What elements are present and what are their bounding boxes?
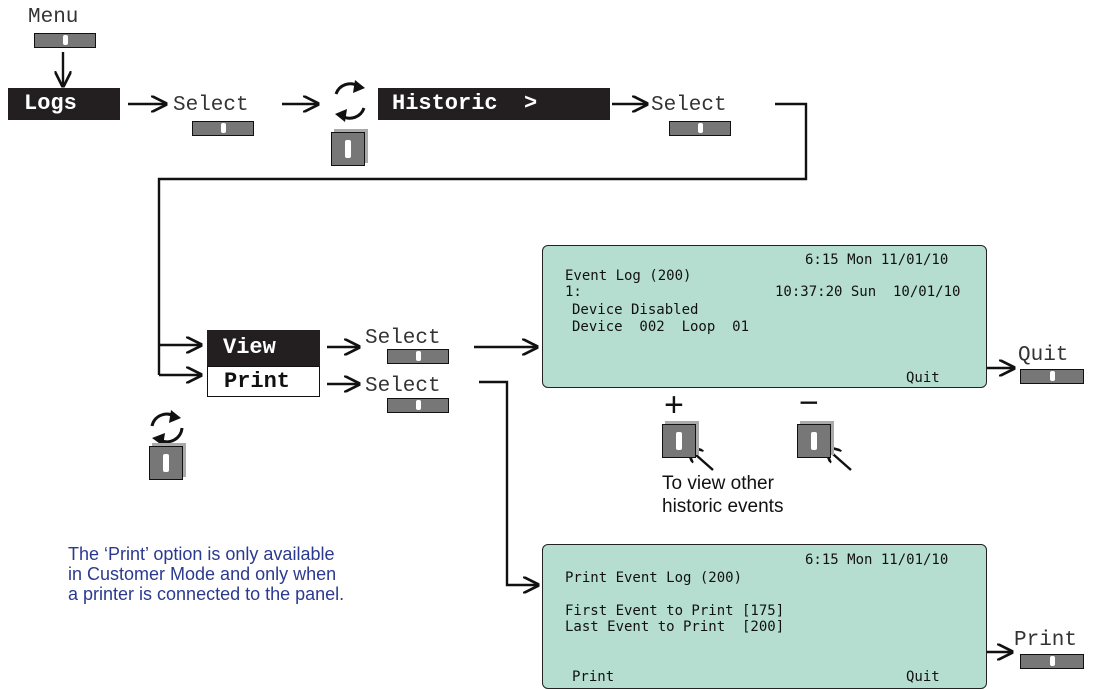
quit-key[interactable] [1020,369,1084,384]
view-option[interactable]: View [207,330,320,366]
print-quit-softkey: Quit [906,669,940,685]
display-title: Event Log (200) [565,268,692,284]
minus-key[interactable] [797,424,831,458]
menu-key[interactable] [34,33,96,48]
last-event-line: Last Event to Print [200] [565,619,785,635]
view-select-label: Select [365,327,441,350]
select-label-1: Select [173,94,249,117]
minus-symbol: − [799,384,819,422]
print-label: Print [224,368,291,394]
print-select-label: Select [365,375,441,398]
print-select-key[interactable] [387,398,449,413]
print-option[interactable]: Print [207,366,320,397]
scroll-key-bottom[interactable] [149,446,183,480]
select-key-1[interactable] [192,121,254,136]
historic-menu-item[interactable]: Historic > [378,88,610,120]
select-label-2: Select [651,94,727,117]
logs-menu-item[interactable]: Logs [8,88,120,120]
plus-key[interactable] [662,424,696,458]
view-select-key[interactable] [387,349,449,364]
print-display-time: 6:15 Mon 11/01/10 [805,552,949,568]
event-number: 1: [565,284,582,300]
scroll-key-top[interactable] [331,132,365,166]
print-softkey: Print [572,669,615,685]
plus-symbol: + [664,386,684,424]
event-type: Device Disabled [572,302,699,318]
view-other-events-caption: To view other historic events [662,473,784,517]
display-time: 6:15 Mon 11/01/10 [805,252,949,268]
logs-label: Logs [24,91,77,116]
first-event-line: First Event to Print [175] [565,603,785,619]
event-log-display: 6:15 Mon 11/01/10 Event Log (200) 1: 10:… [542,245,987,388]
quit-label: Quit [1018,344,1069,367]
print-key-label: Print [1014,629,1078,652]
historic-label: Historic > [392,91,538,116]
select-key-2[interactable] [669,121,731,136]
print-key[interactable] [1020,654,1084,669]
print-display-title: Print Event Log (200) [565,570,743,586]
display-quit-softkey: Quit [906,370,940,386]
print-availability-note: The ‘Print’ option is only available in … [68,544,345,605]
event-device: Device 002 Loop 01 [572,319,750,335]
event-timestamp: 10:37:20 Sun 10/01/10 [775,284,961,300]
menu-label: Menu [28,6,79,29]
print-event-log-display: 6:15 Mon 11/01/10 Print Event Log (200) … [542,544,987,689]
view-label: View [223,335,276,360]
